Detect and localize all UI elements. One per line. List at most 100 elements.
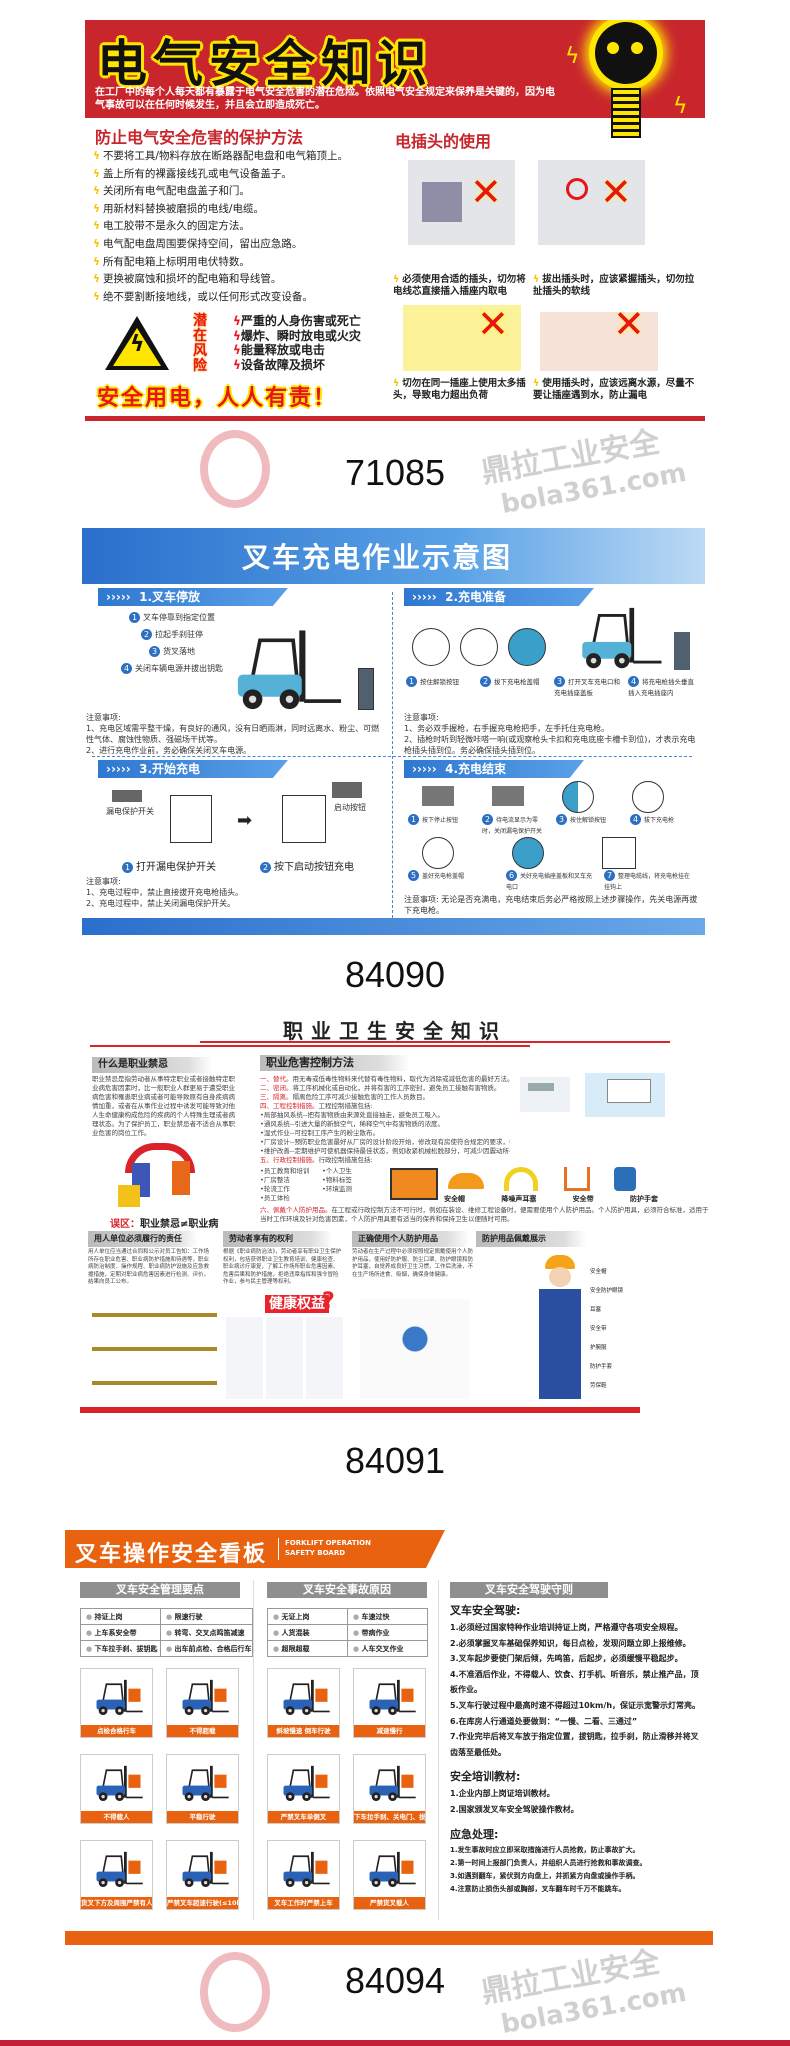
lightning-bullet-icon: ϟ bbox=[93, 185, 100, 198]
drive-heading: 叉车安全驾驶: bbox=[450, 1604, 521, 1617]
control-line: 四、工程控制措施。工程控制措施包括: bbox=[260, 1102, 510, 1111]
employer-heading: 用人单位必须履行的责任 bbox=[88, 1231, 198, 1247]
product-code-2: 84090 bbox=[344, 954, 446, 995]
cause-heading: 叉车安全事故原因 bbox=[267, 1582, 427, 1598]
safety-tile: 严禁货叉载人 bbox=[353, 1840, 426, 1910]
table-cell: ● 出车前点检、合格后行车 bbox=[160, 1640, 253, 1657]
protection-item-text: 更换被腐蚀和损坏的配电箱和导线管。 bbox=[102, 273, 282, 286]
ear-muffs-icon bbox=[504, 1167, 538, 1191]
control-tag: 三、隔离。 bbox=[260, 1093, 293, 1101]
table-cell: ● 车速过快 bbox=[347, 1608, 428, 1625]
control-line: •通风系统--引进大量的新鲜空气，稀释空气中有害物质的浓度。 bbox=[260, 1120, 510, 1129]
forklift-icon bbox=[364, 1677, 419, 1719]
close-port-step-icon bbox=[512, 837, 544, 869]
table-cell-text: 人货混装 bbox=[281, 1628, 310, 1637]
table-cell: ● 人车交叉作业 bbox=[347, 1640, 428, 1657]
table-cell: ● 持证上岗 bbox=[80, 1608, 161, 1625]
health-rights-banner: 健康权益 bbox=[265, 1295, 329, 1313]
risk-item: ϟ爆炸、瞬时放电或火灾 bbox=[233, 329, 361, 344]
safety-tile-label: 货叉下方及周围严禁有人 bbox=[81, 1897, 152, 1909]
drive-rule: 7.作业完毕后将叉车放于指定位置，拔钥匙，拉手刹，防止滑移并将叉齿落至最低处。 bbox=[450, 1732, 699, 1757]
charging-end-notes: 注意事项: 无论是否充满电，充电结束后务必严格按照上述步骤操作，先关电源再拔下充… bbox=[404, 895, 698, 915]
forklift-icon bbox=[91, 1763, 146, 1805]
control-text: •维护改善--定期维护可使机器保持最佳状态，例如收紧机械松脱部分，可减少因震动所… bbox=[260, 1147, 510, 1155]
charging-step-text: 拔下充电枪 bbox=[644, 817, 675, 824]
safety-tile-label: 下车拉手刹、关电门、拔钥匙 bbox=[354, 1811, 425, 1823]
workers-illustration bbox=[110, 1143, 210, 1209]
control-line: •局部抽风系统--把有害物质由来源处直接抽走，避免员工吸入。 bbox=[260, 1111, 510, 1120]
table-cell-text: 持证上岗 bbox=[94, 1612, 123, 1621]
table-cell-text: 人车交叉作业 bbox=[361, 1644, 404, 1653]
risk-item: ϟ严重的人身伤害或死亡 bbox=[233, 314, 361, 329]
ppe-label: 防护手套 bbox=[629, 1195, 658, 1203]
product-code-4: 84094 bbox=[344, 1960, 446, 2001]
safety-tile: 下车拉手刹、关电门、拔钥匙 bbox=[353, 1754, 426, 1824]
charger-station-icon bbox=[358, 668, 374, 710]
start-button-panel-icon bbox=[332, 782, 362, 798]
lightning-bullet-icon: ϟ bbox=[93, 220, 100, 233]
lightning-bullet-icon: ϟ bbox=[233, 343, 241, 357]
admin-measures-list: •员工教育和培训•个人卫生•厂房整洁•物料标签•轮流工作•环境监测•员工体检 bbox=[260, 1167, 384, 1203]
what-heading: 什么是职业禁忌 bbox=[92, 1057, 212, 1073]
watermark-logo bbox=[200, 430, 270, 508]
wrong-x-icon: ✕ bbox=[470, 170, 502, 214]
table-cell: ● 人货混装 bbox=[267, 1624, 348, 1641]
leakage-switch-label: 漏电保护开关 bbox=[106, 807, 154, 816]
rights-illustrations bbox=[226, 1317, 344, 1399]
cable-hang-step-icon bbox=[602, 837, 636, 869]
safety-tile: 严禁叉车单侧叉 bbox=[267, 1754, 340, 1824]
charger-box-illustration bbox=[170, 795, 212, 843]
handwash-illustration bbox=[520, 1077, 570, 1112]
risk-label-char: 在 bbox=[193, 328, 207, 344]
control-methods-list: 一、替代。用无毒或低毒性物料来代替有毒性物料，取代为消除或减低危害的最好方法。二… bbox=[260, 1075, 510, 1165]
ppe-display-label: 耳塞 bbox=[590, 1307, 602, 1313]
hard-hat-icon bbox=[448, 1173, 484, 1189]
training-item: 1.企业内部上岗证培训教材。 bbox=[450, 1789, 555, 1799]
drive-rule: 1.必须经过国家特种作业培训持证上岗，严格遵守各项安全规程。 bbox=[450, 1623, 683, 1632]
charger-box-illustration bbox=[282, 795, 326, 843]
ppe-display-label: 护腕服 bbox=[590, 1345, 607, 1351]
teacher-illustration bbox=[585, 1073, 665, 1117]
lightning-icon: ϟ bbox=[673, 94, 688, 119]
safety-tile: 不得超载 bbox=[166, 1668, 239, 1738]
rights-text: 根据《职业病防治法》，劳动者享有职业卫生保护权利，包括获得职业卫生教育培训、健康… bbox=[223, 1249, 342, 1285]
plug-wire-illustration bbox=[408, 160, 515, 245]
safety-tile-label: 不得超载 bbox=[167, 1725, 238, 1737]
table-cell: ● 带病作业 bbox=[347, 1624, 428, 1641]
wrong-x-icon: ✕ bbox=[600, 170, 632, 214]
table-cell-text: 车速过快 bbox=[361, 1612, 390, 1621]
ppe-display-label: 劳保鞋 bbox=[590, 1383, 607, 1389]
section-charge-prep: ››››› 2.充电准备 bbox=[404, 588, 594, 606]
unlock-button-step-icon bbox=[412, 628, 450, 666]
plug-heading: 电插头的使用 bbox=[395, 132, 492, 151]
lightning-bullet-icon: ϟ bbox=[233, 314, 241, 328]
watermark-logo bbox=[200, 1952, 270, 2032]
table-cell-text: 无证上岗 bbox=[281, 1612, 310, 1621]
what-text: 职业禁忌是指劳动者从事特定职业或者接触特定职业病危害因素时，比一般职业人群更易于… bbox=[92, 1075, 235, 1137]
emergency-item: 4.注意防止损伤头部或胸部，叉车翻车时千万不能跳车。 bbox=[450, 1884, 626, 1893]
safety-belt-icon bbox=[564, 1167, 590, 1191]
forklift-icon bbox=[278, 1849, 333, 1891]
open-port-step-icon bbox=[508, 628, 546, 666]
table-cell: ● 限速行驶 bbox=[160, 1608, 253, 1625]
safety-tile-label: 点检合格行车 bbox=[81, 1725, 152, 1737]
poster2-header bbox=[82, 528, 705, 584]
protection-item-text: 电工胶带不是永久的固定方法。 bbox=[102, 220, 250, 233]
ppe-display-labels: 安全帽安全防护眼镜耳塞安全带护腕服防护手套劳保鞋 bbox=[590, 1263, 623, 1396]
forklift-icon bbox=[91, 1677, 146, 1719]
admin-item: •轮流工作 bbox=[260, 1185, 290, 1193]
